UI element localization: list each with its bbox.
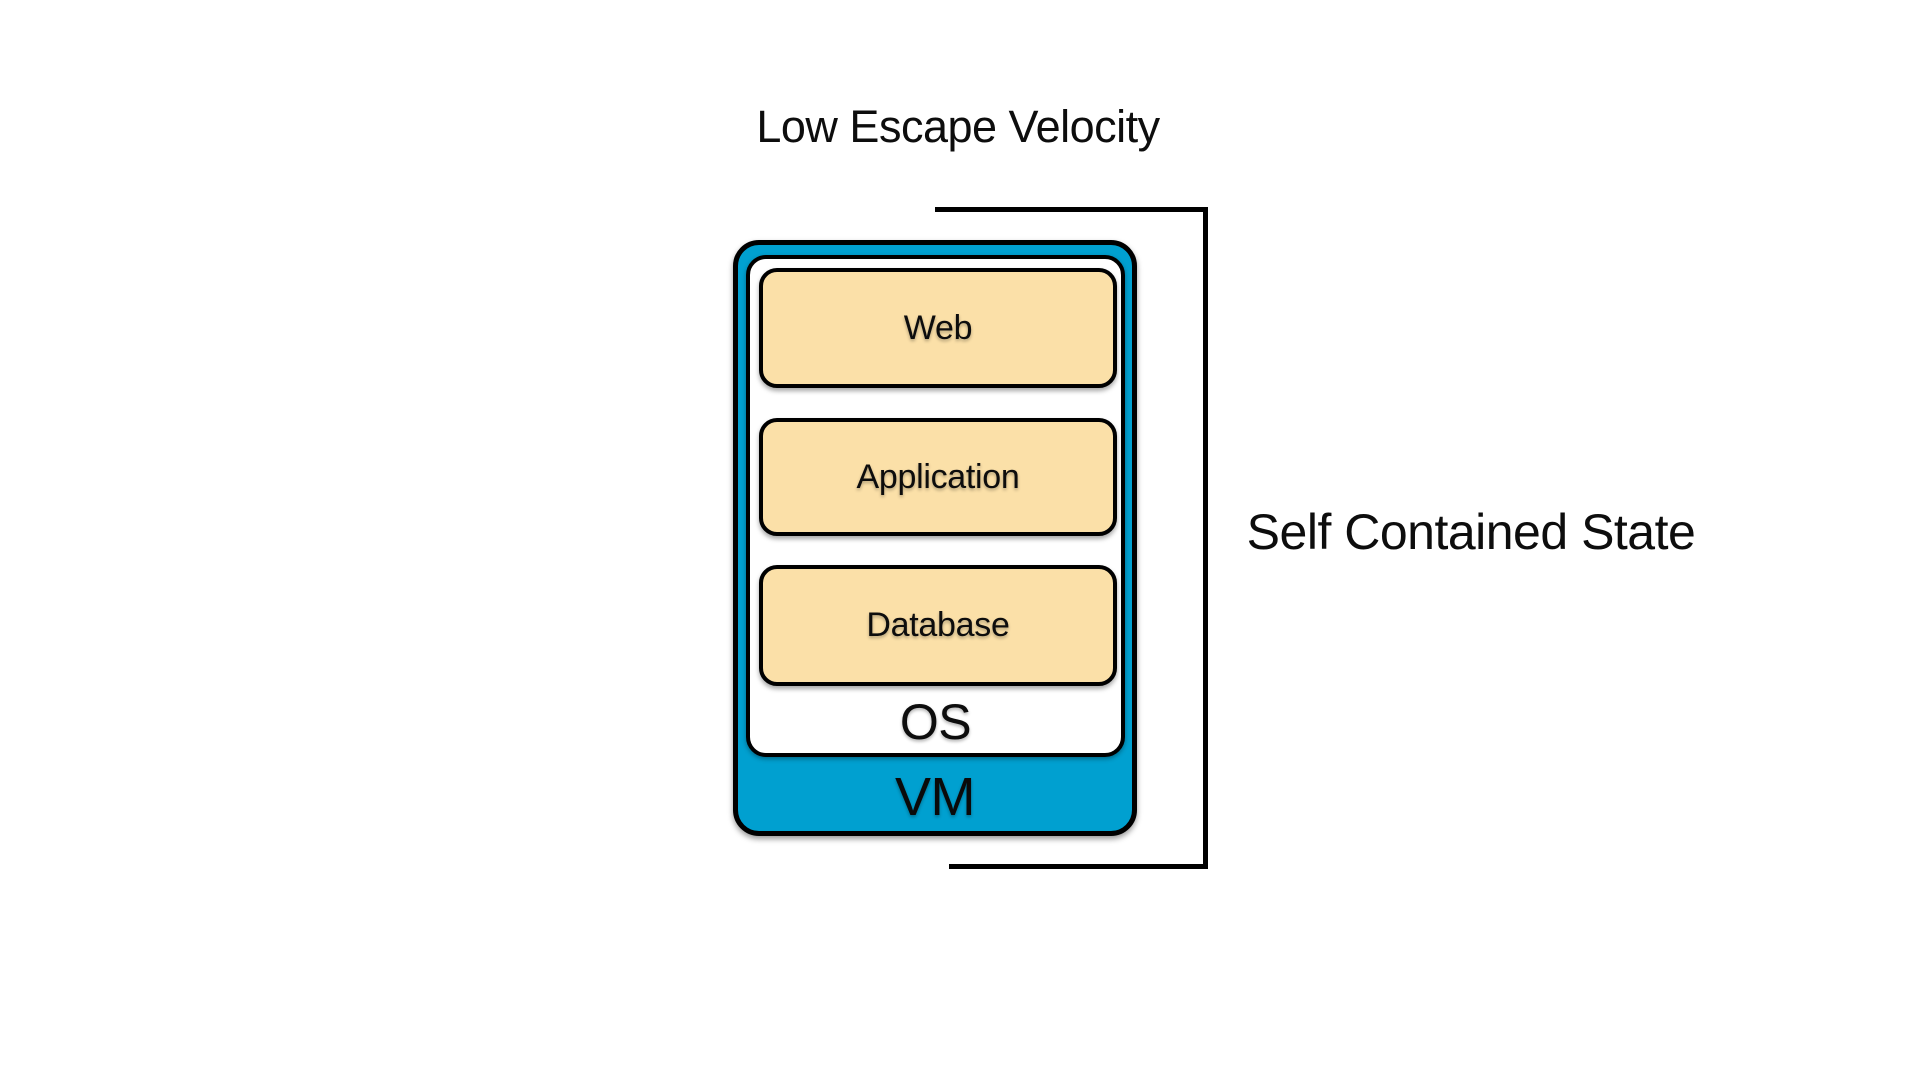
layer-label-application: Application bbox=[856, 457, 1020, 496]
bracket-label: Self Contained State bbox=[1246, 504, 1696, 560]
vm-label-zone: VM bbox=[733, 757, 1137, 836]
diagram-title: Low Escape Velocity bbox=[756, 101, 1160, 152]
os-label: OS bbox=[899, 693, 972, 750]
bracket-bottom-line bbox=[949, 864, 1208, 869]
os-label-zone: OS bbox=[746, 686, 1125, 757]
layer-box-web: Web bbox=[759, 268, 1117, 388]
layer-box-database: Database bbox=[759, 565, 1117, 686]
bracket-top-line bbox=[935, 207, 1208, 212]
bracket-vertical-line bbox=[1203, 207, 1208, 869]
vm-label: VM bbox=[895, 766, 976, 827]
layer-box-application: Application bbox=[759, 418, 1117, 536]
layer-label-web: Web bbox=[903, 308, 973, 347]
layer-label-database: Database bbox=[866, 606, 1010, 644]
